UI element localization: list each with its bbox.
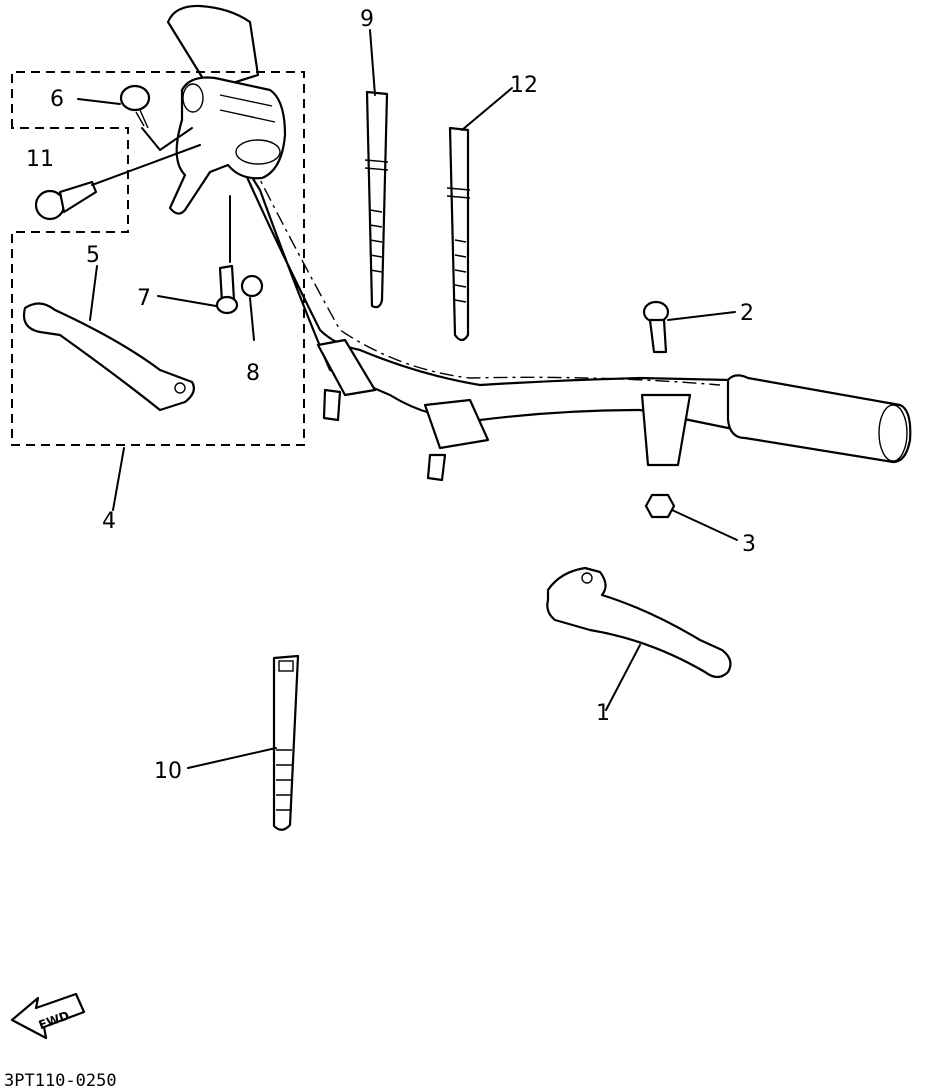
callout-11: 11 <box>26 147 54 172</box>
screw-6 <box>119 84 151 129</box>
callout-8: 8 <box>246 361 260 386</box>
figure-code: 3PT110-0250 <box>4 1071 117 1091</box>
lever-holder <box>168 76 287 215</box>
screw-2 <box>642 300 670 354</box>
callout-12: 12 <box>510 73 538 98</box>
cable-tie-9 <box>364 90 389 309</box>
callout-7: 7 <box>137 286 151 311</box>
callout-5: 5 <box>86 243 100 268</box>
nut-8 <box>240 274 264 298</box>
callout-3: 3 <box>742 532 756 557</box>
callout-1: 1 <box>596 701 610 726</box>
callout-10: 10 <box>154 759 182 784</box>
cable-tie-10 <box>272 654 300 831</box>
leader-lines <box>77 29 738 769</box>
lever-right <box>546 566 732 679</box>
callout-6: 6 <box>50 87 64 112</box>
nut-3 <box>644 493 676 519</box>
lever-left <box>22 302 195 412</box>
callout-2: 2 <box>740 301 754 326</box>
handlebar <box>166 4 912 482</box>
assembly-box-top <box>11 71 305 446</box>
fwd-arrow-icon: FWD <box>10 992 86 1040</box>
screw-11 <box>34 180 98 221</box>
callout-4: 4 <box>102 509 116 534</box>
bolt-7 <box>215 264 239 315</box>
callout-9: 9 <box>360 7 374 32</box>
cable-tie-12 <box>446 126 471 342</box>
